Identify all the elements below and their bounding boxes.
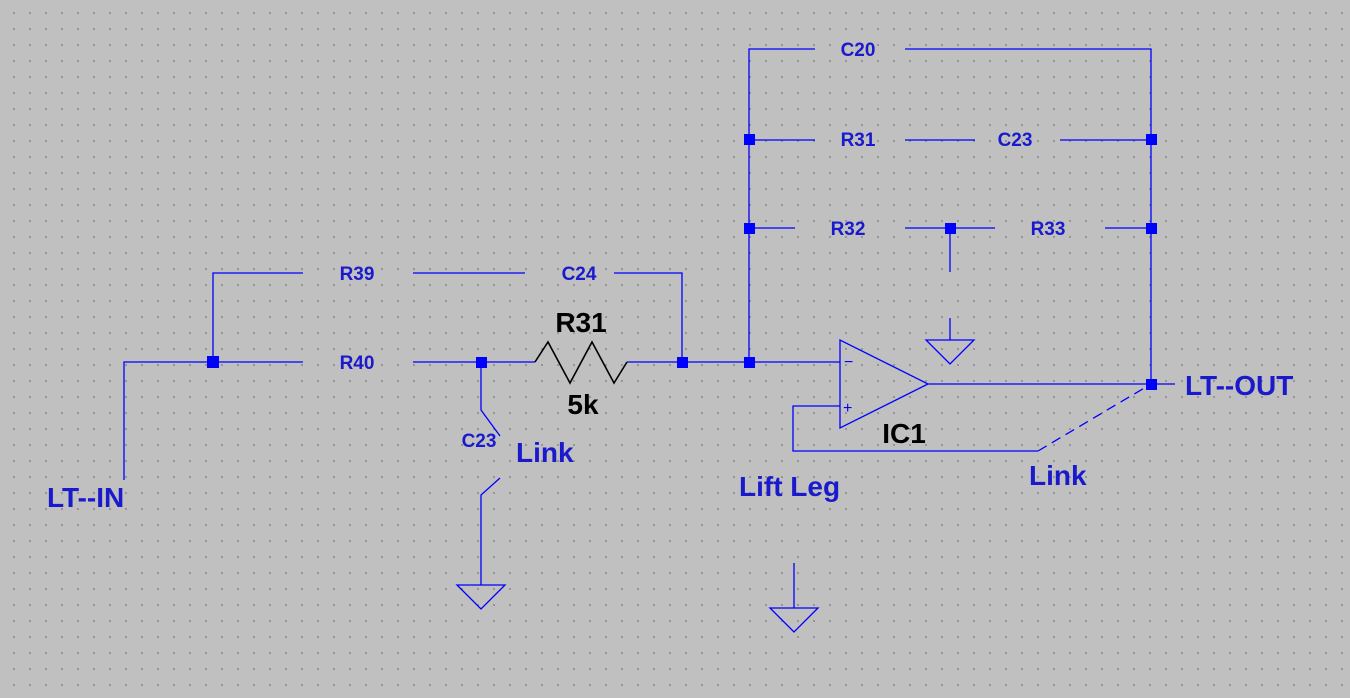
wire-c20-left — [748, 48, 815, 362]
opamp-ic1-symbol — [839, 338, 930, 430]
junction-node — [945, 223, 956, 234]
link-bypass-dashed — [1037, 383, 1152, 452]
junction-node — [677, 357, 688, 368]
opamp-inverting-sign: − — [844, 354, 853, 371]
wire-r39-left — [212, 272, 303, 362]
junction-node — [1146, 223, 1157, 234]
junction-node — [207, 356, 219, 368]
label-c20: C20 — [841, 40, 876, 61]
wire-c24-right — [614, 272, 683, 362]
label-lt-out: LT--OUT — [1185, 370, 1293, 401]
label-r31-value: 5k — [567, 389, 599, 420]
ground-symbol-liftleg — [768, 607, 820, 633]
ground-symbol-tee — [924, 339, 976, 365]
label-r31-series: R31 — [555, 307, 606, 338]
label-lift-leg: Lift Leg — [739, 471, 840, 502]
label-r39: R39 — [340, 264, 375, 285]
label-c23-feedback: C23 — [998, 130, 1033, 151]
wire-input — [123, 361, 303, 480]
label-ic1: IC1 — [882, 418, 926, 449]
label-r32: R32 — [831, 219, 866, 240]
junction-node — [744, 223, 755, 234]
junction-node — [744, 357, 755, 368]
label-c24: C24 — [562, 264, 597, 285]
label-link-bypass: Link — [1029, 460, 1087, 491]
label-c23-shunt: C23 — [462, 431, 497, 452]
wire-c20-right — [905, 48, 1152, 384]
label-link-shunt: Link — [516, 437, 574, 468]
resistor-r31-symbol — [534, 340, 628, 385]
wire-noninv-input — [792, 405, 1038, 452]
wire-shunt-bottom — [480, 477, 501, 585]
junction-node — [476, 357, 487, 368]
junction-node — [1146, 379, 1157, 390]
ground-symbol-shunt — [455, 584, 507, 610]
junction-node — [744, 134, 755, 145]
label-r40: R40 — [340, 353, 375, 374]
label-r31-feedback: R31 — [841, 130, 876, 151]
junction-node — [1146, 134, 1157, 145]
label-lt-in: LT--IN — [47, 482, 124, 513]
label-r33: R33 — [1031, 219, 1066, 240]
wire-shunt-top — [480, 362, 501, 437]
opamp-noninverting-sign: + — [843, 400, 852, 417]
